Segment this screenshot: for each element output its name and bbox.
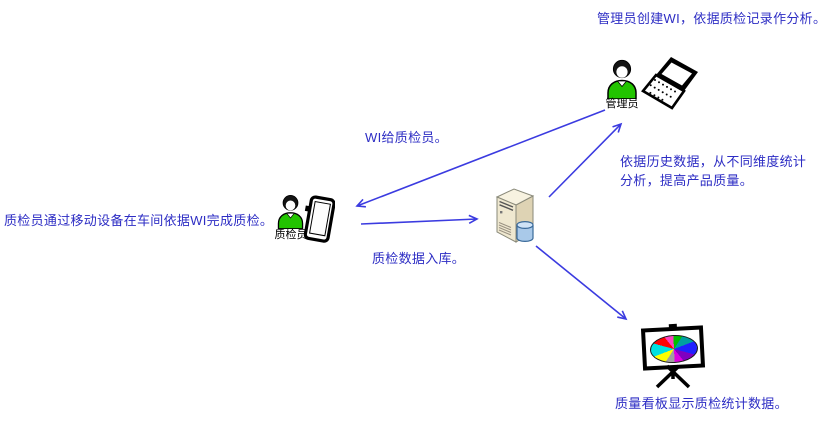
admin-note: 管理员创建WI，依据质检记录作分析。: [597, 11, 822, 26]
person-icon: [607, 59, 637, 99]
analysis-note: 依据历史数据，从不同维度统计 分析，提高产品质量。: [620, 152, 806, 190]
wi-arrow-label: WI给质检员。: [365, 130, 448, 145]
arrow-server-to-dashboard: [535, 245, 628, 321]
arrow-inspector-to-server: [360, 214, 479, 225]
dashboard-note: 质量看板显示质检统计数据。: [615, 396, 788, 411]
inspector-label: 质检员: [274, 229, 308, 241]
db-arrow-label: 质检数据入库。: [372, 251, 466, 266]
dashboard-easel-icon: [639, 321, 707, 389]
analysis-note-line2: 分析，提高产品质量。: [620, 173, 754, 188]
server-database-icon: [495, 188, 535, 243]
admin-label: 管理员: [605, 98, 639, 110]
laptop-icon: [641, 57, 698, 110]
tablet-icon: [303, 195, 335, 243]
arrow-server-to-admin: [548, 122, 623, 198]
person-icon: [277, 195, 304, 229]
inspector-note: 质检员通过移动设备在车间依据WI完成质检。: [4, 213, 274, 228]
analysis-note-line1: 依据历史数据，从不同维度统计: [620, 154, 807, 169]
arrow-admin-to-inspector: [355, 109, 606, 208]
